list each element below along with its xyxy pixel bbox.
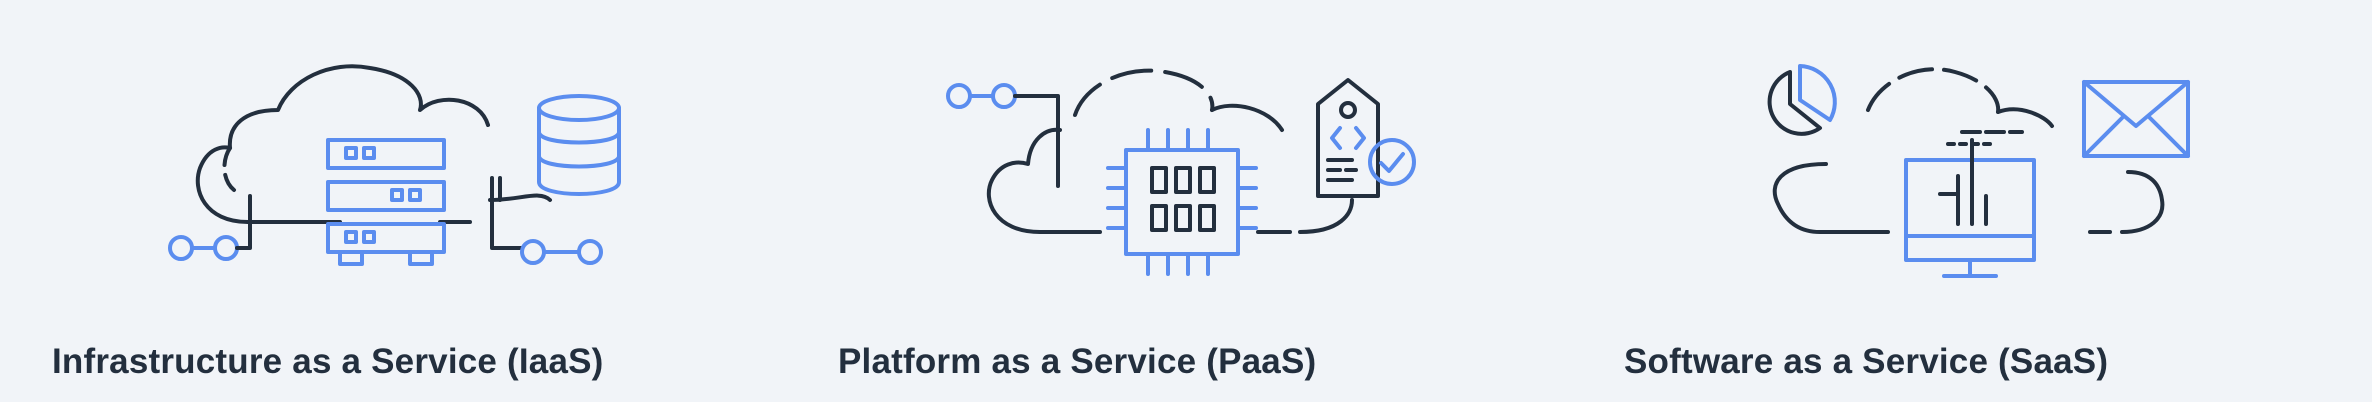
envelope-icon [2082,80,2190,158]
chip-icon [1106,128,1258,276]
iaas-illustration [168,64,621,266]
saas-title: Software as a Service (SaaS) [1624,342,2109,381]
code-tag-icon [1316,78,1380,198]
database-icon [488,94,621,202]
saas-card: Software as a Service (SaaS) [1572,0,2372,402]
server-rack-icon [326,138,446,266]
check-badge-icon [1368,138,1416,186]
paas-title: Platform as a Service (PaaS) [838,342,1317,381]
cloud-icon [1772,67,2165,234]
iaas-card: Infrastructure as a Service (IaaS) [0,0,786,402]
paas-card: Platform as a Service (PaaS) [786,0,1572,402]
pie-chart-icon [1767,64,1837,136]
cloud-icon [195,64,502,224]
iaas-title: Infrastructure as a Service (IaaS) [52,342,604,381]
cloud-icon [986,68,1354,234]
saas-illustration [1767,64,2190,278]
monitor-icon [1904,130,2036,278]
connector-nodes-icon [946,83,1060,188]
connector-nodes-icon [168,176,603,265]
paas-illustration [946,68,1416,276]
